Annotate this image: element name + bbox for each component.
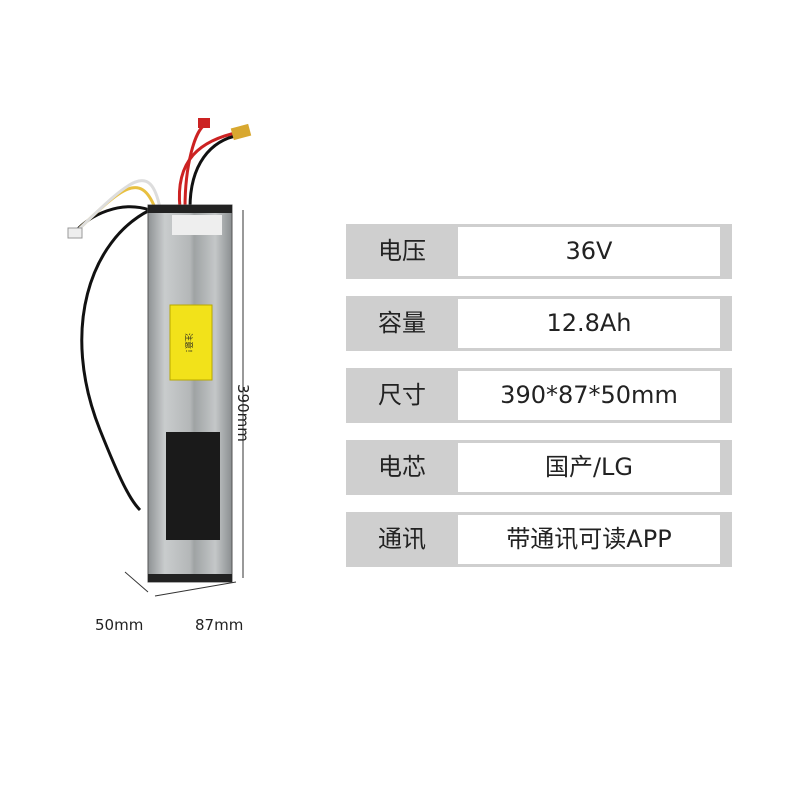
connector-xt60 xyxy=(230,123,252,141)
spec-value: 36V xyxy=(458,227,720,276)
spec-label: 电压 xyxy=(378,237,426,265)
top-label xyxy=(172,215,222,235)
connector-white xyxy=(67,227,83,239)
warning-text: 注意！ xyxy=(184,333,194,357)
wires xyxy=(73,123,241,512)
spec-label: 通讯 xyxy=(378,525,426,553)
spec-value: 390*87*50mm xyxy=(458,371,720,420)
width-dimension: 87mm xyxy=(195,616,244,634)
spec-label: 尺寸 xyxy=(378,381,426,409)
depth-dimension: 50mm xyxy=(95,616,144,634)
spec-row-size: 尺寸 390*87*50mm xyxy=(346,368,732,423)
spec-label: 容量 xyxy=(378,309,426,337)
long-black-wire xyxy=(80,208,151,512)
height-dimension: 390mm xyxy=(234,384,252,442)
spec-value: 国产/LG xyxy=(458,443,720,492)
spec-value: 12.8Ah xyxy=(458,299,720,348)
spec-label xyxy=(166,432,220,540)
spec-value: 带通讯可读APP xyxy=(458,515,720,564)
spec-label: 电芯 xyxy=(378,453,426,481)
spec-row-voltage: 电压 36V xyxy=(346,224,732,279)
dimension-lines xyxy=(124,210,244,597)
spec-row-communication: 通讯 带通讯可读APP xyxy=(346,512,732,567)
spec-row-capacity: 容量 12.8Ah xyxy=(346,296,732,351)
connector-red xyxy=(198,118,210,128)
spec-row-cell: 电芯 国产/LG xyxy=(346,440,732,495)
warning-label xyxy=(169,304,213,381)
